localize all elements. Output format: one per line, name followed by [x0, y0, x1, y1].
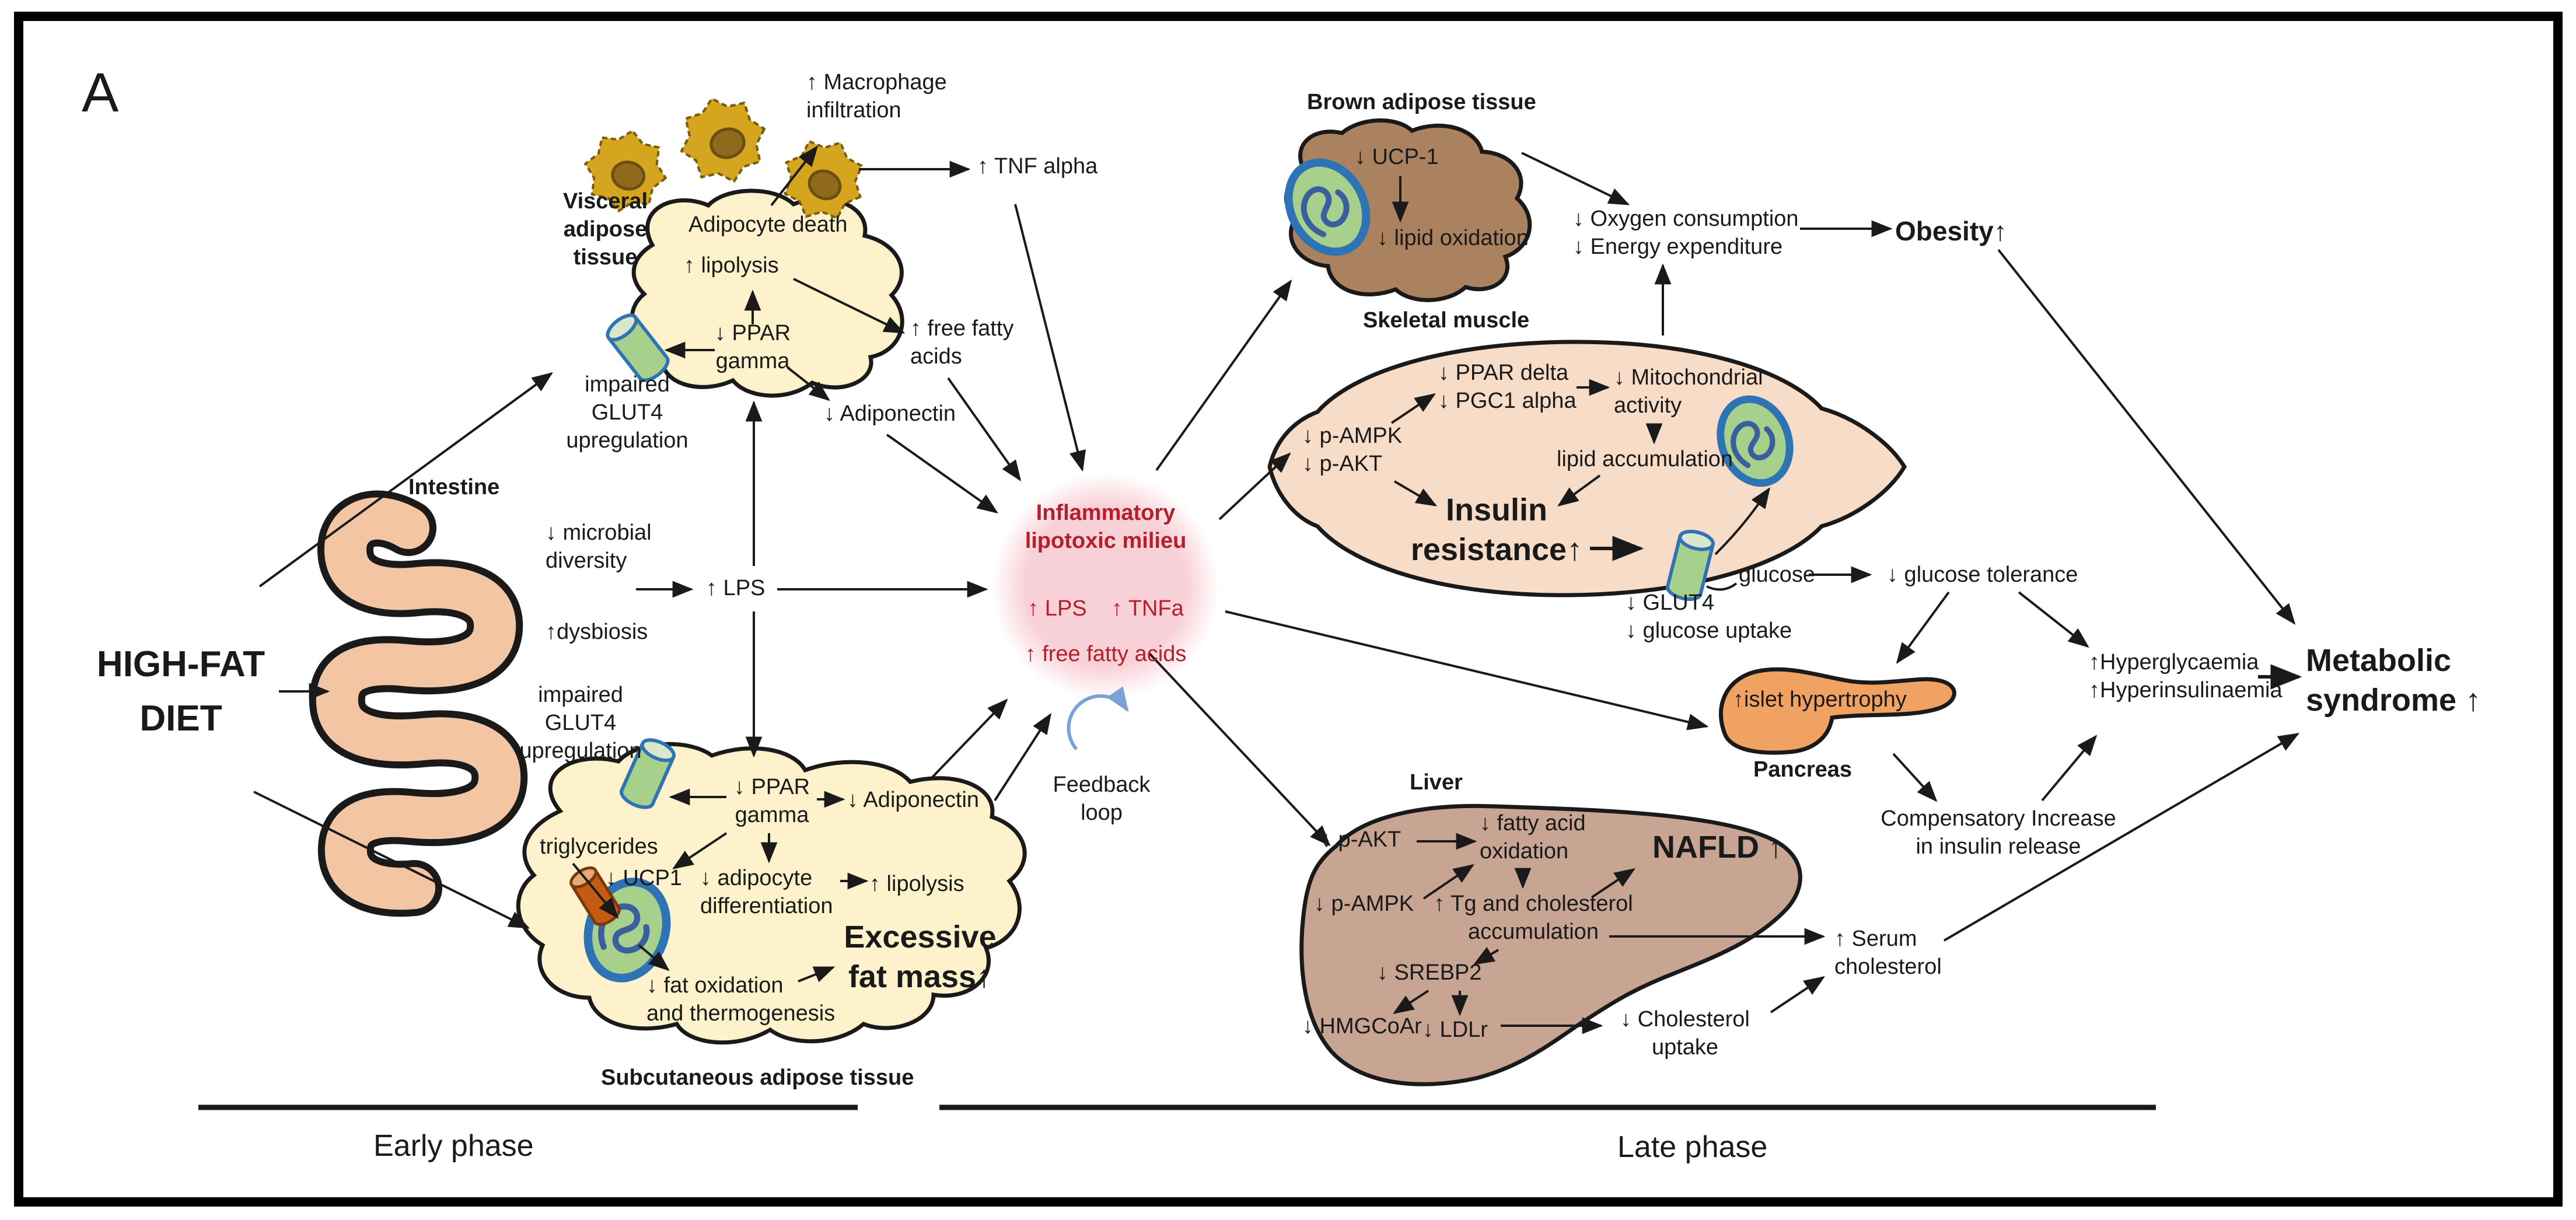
p-ampk-p-akt-muscle: ↓ p-AMPK ↓ p-AKT: [1302, 424, 1403, 476]
adipocyte-death: Adipocyte death: [688, 212, 848, 237]
ppar-delta-pgc1: ↓ PPAR delta ↓ PGC1 alpha: [1438, 361, 1577, 413]
intestine-shape: [309, 490, 528, 917]
nafld: NAFLD ↑: [1652, 830, 1784, 865]
islet-hypertrophy: ↑islet hypertrophy: [1733, 687, 1907, 712]
mitochondrial-activity: ↓ Mitochondrial activity: [1614, 365, 1763, 418]
compensatory-insulin: Compensatory Increase in insulin release: [1881, 806, 2116, 859]
insulin-resistance: Insulin resistance↑: [1410, 492, 1583, 568]
microbial-diversity: ↓ microbial diversity: [546, 520, 652, 573]
ldlr: ↓ LDLr: [1422, 1018, 1488, 1042]
hyperglycaemia-hyperinsulinaemia: ↑Hyperglycaemia ↑Hyperinsulinaemia: [2089, 650, 2283, 702]
excessive-fat-mass: Excessive fat mass↑: [844, 920, 997, 995]
impaired-glut4-visceral: impaired GLUT4 upregulation: [566, 372, 688, 453]
skeletal-muscle-title: Skeletal muscle: [1363, 308, 1530, 333]
visceral-adipose-title: Visceral adipose tissue: [562, 189, 648, 270]
milieu-ffa: ↑ free fatty acids: [1025, 642, 1187, 666]
pancreas-shape: [1719, 667, 1956, 755]
lps: ↑ LPS: [706, 576, 766, 600]
macrophage-infiltration: ↑ Macrophage infiltration: [806, 70, 947, 123]
feedback-loop: Feedback loop: [1053, 772, 1151, 825]
fatty-acid-oxidation: ↓ fatty acid oxidation: [1480, 811, 1586, 864]
lipid-accumulation: lipid accumulation: [1557, 447, 1733, 471]
panel-frame: [14, 12, 2563, 1207]
dysbiosis: ↑dysbiosis: [546, 620, 648, 644]
obesity: Obesity↑: [1895, 216, 2007, 246]
pancreas-title: Pancreas: [1753, 757, 1853, 782]
brown-adipose-title: Brown adipose tissue: [1307, 90, 1536, 114]
milieu-lps-tnfa: ↑ LPS ↑ TNFa: [1027, 596, 1184, 621]
ucp1-bat: ↓ UCP-1: [1355, 145, 1439, 169]
ppar-gamma-subcut: ↓ PPAR gamma: [733, 775, 810, 827]
lipid-oxidation-bat: ↓ lipid oxidation: [1377, 226, 1529, 250]
p-akt-liver: ↓ p-AKT: [1321, 827, 1401, 852]
glut4-glucose-uptake: ↓ GLUT4 ↓ glucose uptake: [1626, 590, 1792, 643]
ucp1-subcut: ↓ UCP1: [606, 866, 682, 890]
inflammatory-milieu-circle: [992, 473, 1219, 700]
adipocyte-differentiation: ↓ adipocyte differentiation: [700, 866, 833, 918]
ppar-gamma-visceral: ↓ PPAR gamma: [714, 321, 791, 373]
hmgcoar: ↓ HMGCoAr: [1302, 1014, 1422, 1039]
subcutaneous-title: Subcutaneous adipose tissue: [601, 1065, 914, 1090]
oxygen-energy: ↓ Oxygen consumption ↓ Energy expenditur…: [1573, 207, 1799, 259]
metabolic-syndrome: Metabolic syndrome ↑: [2306, 643, 2481, 718]
serum-cholesterol: ↑ Serum cholesterol: [1834, 927, 1942, 979]
high-fat-diet: HIGH-FAT DIET: [96, 644, 265, 739]
intestine-title: Intestine: [408, 475, 500, 499]
impaired-glut4-subcut: impaired GLUT4 upregulation: [519, 683, 642, 763]
adiponectin-visceral: ↓ Adiponectin: [824, 401, 956, 426]
milieu-title: Inflammatory lipotoxic milieu: [1025, 501, 1187, 553]
glucose-muscle: glucose: [1739, 562, 1815, 587]
fat-oxidation-thermogenesis: ↓ fat oxidation and thermogenesis: [646, 973, 836, 1026]
feedback-loop-arrow-icon: [1067, 686, 1129, 750]
tg-cholesterol: ↑ Tg and cholesterol accumulation: [1434, 892, 1633, 944]
free-fatty-acids: ↑ free fatty acids: [910, 316, 1014, 369]
srebp2: ↓ SREBP2: [1377, 960, 1482, 985]
liver-title: Liver: [1410, 770, 1463, 795]
late-phase: Late phase: [1617, 1130, 1768, 1164]
arrows: [253, 145, 2302, 1034]
early-phase: Early phase: [373, 1129, 534, 1163]
p-ampk-liver: ↓ p-AMPK: [1314, 892, 1414, 916]
lipolysis-visceral: ↑ lipolysis: [684, 253, 779, 278]
triglycerides: triglycerides: [540, 834, 658, 859]
adiponectin-subcut: ↓ Adiponectin: [847, 788, 980, 812]
liver-shape: [1299, 803, 1802, 1086]
lipolysis-subcut: ↑ lipolysis: [869, 872, 964, 896]
cholesterol-uptake: ↓ Cholesterol uptake: [1620, 1007, 1750, 1060]
tnf-alpha: ↑ TNF alpha: [977, 154, 1098, 179]
panel-a: A: [82, 62, 119, 124]
glucose-tolerance: ↓ glucose tolerance: [1887, 562, 2078, 587]
